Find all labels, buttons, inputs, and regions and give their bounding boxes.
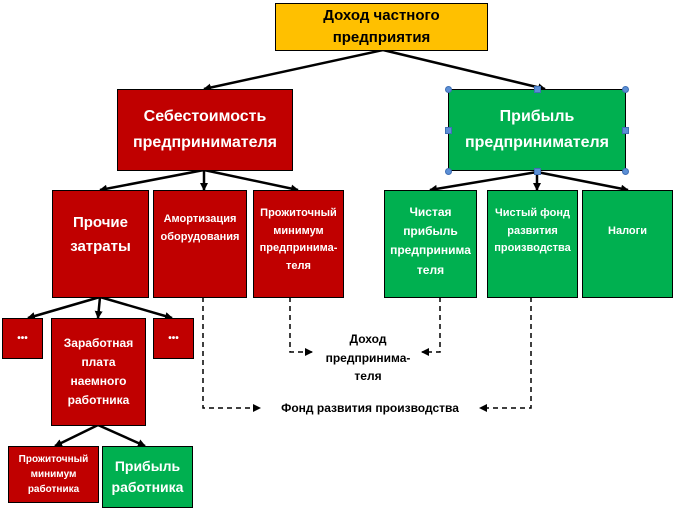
label-entrepreneur-income: Доход предпринима- теля	[325, 332, 411, 384]
node-ellipsis-left[interactable]: •••	[2, 318, 43, 359]
dashed-connector-minimum-income	[289, 297, 313, 356]
node-cost[interactable]: Себестоимость предпринимателя	[117, 89, 293, 171]
connector-cost-minimum	[203, 168, 299, 193]
connector-root-cost	[203, 48, 384, 92]
node-depreciation[interactable]: Амортизация оборудования	[153, 190, 247, 298]
connector-cost-other	[99, 168, 205, 193]
selection-handle-top-right[interactable]	[622, 86, 629, 93]
node-worker-profit[interactable]: Прибыль работника	[102, 446, 193, 508]
selection-handle-middle-left[interactable]	[445, 127, 452, 134]
node-wage[interactable]: Заработная плата наемного работника	[51, 318, 146, 426]
connector-profit-net	[429, 170, 538, 193]
node-other-costs[interactable]: Прочие затраты	[52, 190, 149, 298]
connector-root-profit	[382, 48, 546, 92]
label-production-fund: Фонд развития производства	[281, 401, 459, 415]
connector-other-wage	[94, 296, 103, 319]
node-root-income[interactable]: Доход частного предприятия	[275, 3, 488, 51]
connector-other-left	[27, 295, 101, 320]
node-entrepreneur-minimum[interactable]: Прожиточный минимум предпринима- теля	[253, 190, 344, 298]
dashed-connector-net-income	[421, 297, 441, 356]
selection-handle-top-center[interactable]	[534, 86, 541, 93]
node-profit[interactable]: Прибыль предпринимателя	[448, 89, 626, 171]
node-net-profit[interactable]: Чистая прибыль предпринима теля	[384, 190, 477, 298]
selection-handle-bottom-left[interactable]	[445, 168, 452, 175]
node-worker-minimum[interactable]: Прожиточный минимум работника	[8, 446, 99, 503]
dashed-connector-depreciation-fund	[202, 297, 261, 412]
selection-handle-middle-right[interactable]	[622, 127, 629, 134]
connector-wage-minimum	[54, 423, 99, 448]
dashed-connector-netfund-fund	[479, 297, 532, 412]
node-ellipsis-right[interactable]: •••	[153, 318, 194, 359]
connector-profit-taxes	[536, 170, 629, 193]
connector-wage-profit	[97, 423, 146, 448]
node-taxes[interactable]: Налоги	[582, 190, 673, 298]
connector-other-right	[99, 295, 173, 320]
selection-handle-bottom-right[interactable]	[622, 168, 629, 175]
selection-handle-top-left[interactable]	[445, 86, 452, 93]
selection-handle-bottom-center[interactable]	[534, 168, 541, 175]
node-net-fund[interactable]: Чистый фонд развития производства	[487, 190, 578, 298]
